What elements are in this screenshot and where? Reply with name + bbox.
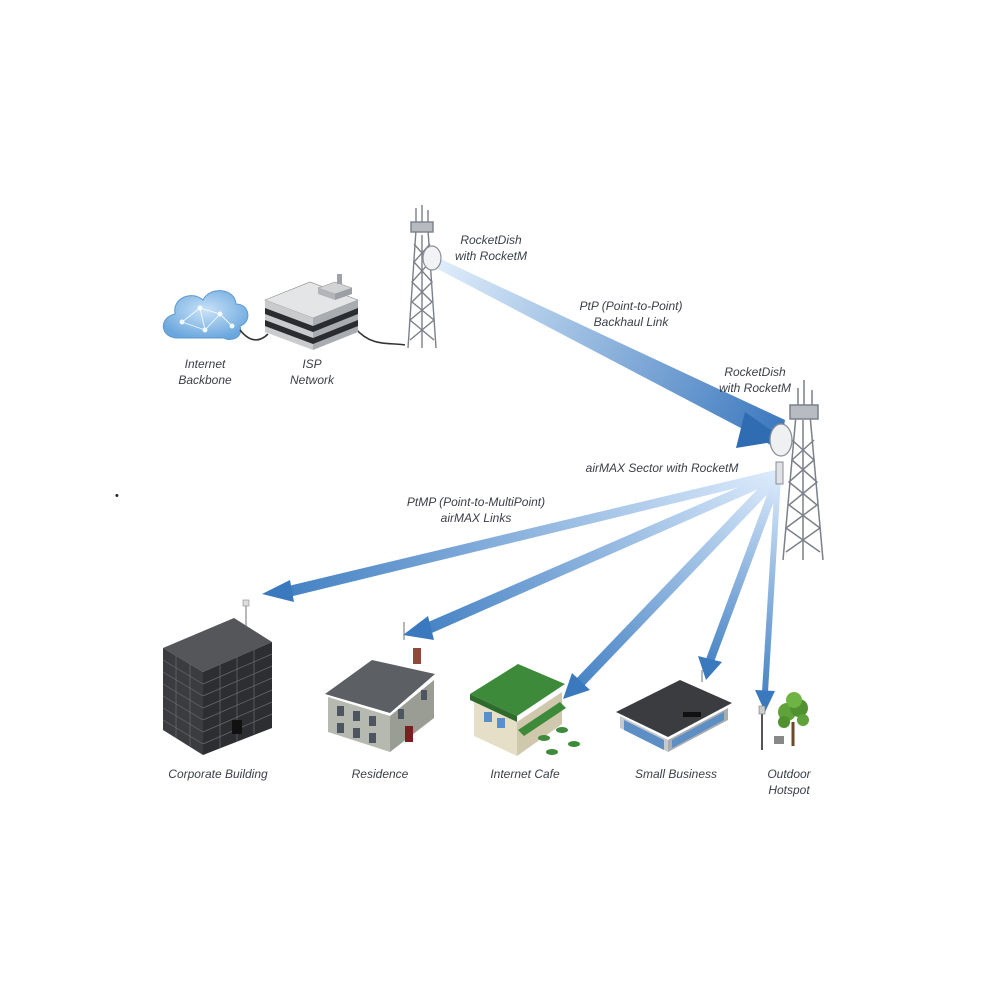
beam-corporate: [280, 470, 778, 598]
internet-cloud-icon: [162, 290, 249, 340]
arrow-residence: [403, 616, 434, 640]
arrow-corporate: [262, 580, 294, 602]
label-airmax-sector: airMAX Sector with RocketM: [585, 461, 739, 475]
right-tower-icon: [782, 380, 824, 561]
top-rocketdish-icon: [422, 245, 442, 271]
label-small-business: Small Business: [634, 767, 718, 781]
ptp-backhaul-beam: [430, 255, 785, 448]
arrow-business: [698, 656, 722, 680]
internet-cafe-icon: [470, 664, 580, 756]
corporate-building-icon: [162, 599, 273, 755]
residence-icon: [325, 622, 435, 752]
stray-mark: •: [115, 490, 119, 502]
label-internet-backbone: Internet Backbone: [178, 357, 232, 387]
top-tower-icon: [407, 205, 437, 349]
label-residence: Residence: [351, 767, 409, 781]
right-rocketdish-icon: [769, 423, 793, 457]
outdoor-hotspot-icon: [758, 692, 809, 750]
arrow-cafe: [563, 673, 590, 699]
airmax-sector-icon: [775, 461, 784, 485]
beam-hotspot: [762, 478, 781, 692]
cable-cloud-isp: [239, 329, 269, 341]
label-internet-cafe: Internet Cafe: [490, 767, 560, 781]
beam-business: [706, 476, 782, 662]
label-isp-network: ISP Network: [289, 357, 334, 387]
isp-network-icon: [264, 274, 359, 350]
ptmp-beams: [262, 470, 782, 712]
label-outdoor-hotspot: Outdoor Hotspot: [767, 767, 811, 797]
beam-residence: [419, 472, 779, 636]
small-business-icon: [616, 670, 732, 752]
beam-cafe: [574, 473, 781, 688]
label-ptp-link: PtP (Point-to-Point) Backhaul Link: [579, 299, 683, 329]
label-corporate-building: Corporate Building: [168, 767, 268, 781]
label-ptmp-links: PtMP (Point-to-MultiPoint) airMAX Links: [406, 495, 546, 525]
arrow-hotspot: [755, 690, 775, 712]
label-rocketdish-top: RocketDish with RocketM: [454, 233, 528, 263]
label-rocketdish-right: RocketDish with RocketM: [718, 365, 792, 395]
cable-isp-tower: [354, 327, 406, 346]
